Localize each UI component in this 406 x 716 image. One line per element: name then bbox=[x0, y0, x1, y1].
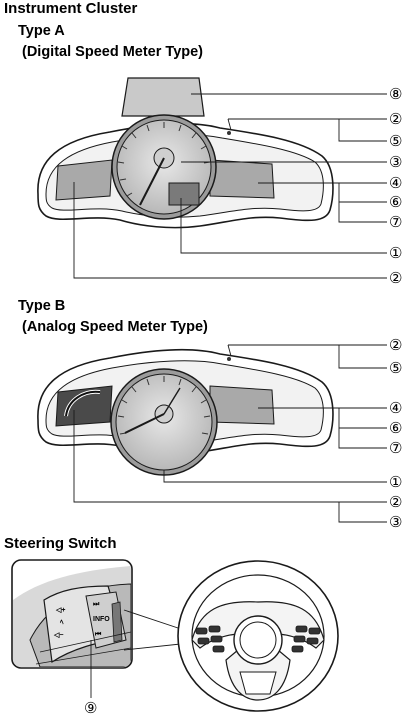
type-a-subheading: (Digital Speed Meter Type) bbox=[22, 44, 204, 60]
callout-4-b: ④ bbox=[389, 400, 402, 417]
callout-1-b: ① bbox=[389, 474, 402, 491]
switch-detail-inset: ◁+ ﾍ ◁− ⏭ INFO ⏮ bbox=[11, 559, 133, 669]
active-driving-display bbox=[121, 77, 205, 117]
callout-6-a: ⑥ bbox=[389, 194, 402, 211]
indicator-dot-a bbox=[227, 131, 231, 135]
callout-4-a: ④ bbox=[389, 175, 402, 192]
speedometer-ticks-b bbox=[117, 376, 211, 435]
callout-5-b: ⑤ bbox=[389, 360, 402, 377]
type-a-cluster bbox=[37, 77, 334, 229]
callout-5-a: ⑤ bbox=[389, 133, 402, 150]
left-switch-cluster-wheel bbox=[195, 625, 225, 653]
right-switch-cluster-wheel bbox=[291, 625, 321, 653]
callout-1-a: ① bbox=[389, 245, 402, 262]
type-a-leader-lines bbox=[73, 93, 387, 279]
tachometer-ticks-a bbox=[117, 122, 211, 197]
callout-7-a: ⑦ bbox=[389, 214, 402, 231]
type-b-cluster bbox=[37, 348, 334, 476]
tachometer-needle-a bbox=[139, 157, 165, 206]
callout-3-a: ③ bbox=[389, 154, 402, 171]
right-display-a bbox=[209, 159, 275, 199]
next-track-label: ⏭ bbox=[93, 601, 100, 608]
volume-up-label: ◁+ bbox=[55, 607, 65, 614]
callout-7-b: ⑦ bbox=[389, 440, 402, 457]
callout-3-b: ③ bbox=[389, 514, 402, 531]
left-display-b bbox=[55, 385, 113, 427]
callout-2-a-left: ② bbox=[389, 270, 402, 287]
steering-wheel bbox=[177, 560, 339, 712]
callout-2-a: ② bbox=[389, 111, 402, 128]
digital-speed-display bbox=[168, 182, 200, 206]
left-display-a bbox=[55, 159, 113, 201]
prev-track-label: ⏮ bbox=[95, 631, 102, 638]
type-b-heading: Type B bbox=[18, 298, 66, 314]
type-b-subheading: (Analog Speed Meter Type) bbox=[22, 319, 208, 335]
callout-labels: ⑧ ② ⑤ ③ ④ ⑥ ⑦ ① ② ② ⑤ ④ ⑥ ⑦ ① ② ③ ⑨ bbox=[84, 86, 402, 716]
right-display-b bbox=[209, 385, 275, 425]
indicator-dot-b bbox=[227, 357, 231, 361]
type-b-leader-lines bbox=[73, 344, 387, 523]
callout-2-b-left: ② bbox=[389, 494, 402, 511]
voice-label: ﾍ bbox=[59, 619, 64, 626]
type-a-heading: Type A bbox=[18, 23, 65, 39]
volume-down-label: ◁− bbox=[53, 632, 63, 639]
speedometer-needle-b bbox=[124, 413, 165, 434]
callout-9: ⑨ bbox=[84, 700, 97, 716]
callout-2-b: ② bbox=[389, 337, 402, 354]
info-label: INFO bbox=[93, 616, 110, 623]
callout-8: ⑧ bbox=[389, 86, 402, 103]
steering-switch-heading: Steering Switch bbox=[4, 535, 117, 552]
callout-6-b: ⑥ bbox=[389, 420, 402, 437]
instrument-cluster-heading: Instrument Cluster bbox=[4, 0, 138, 17]
